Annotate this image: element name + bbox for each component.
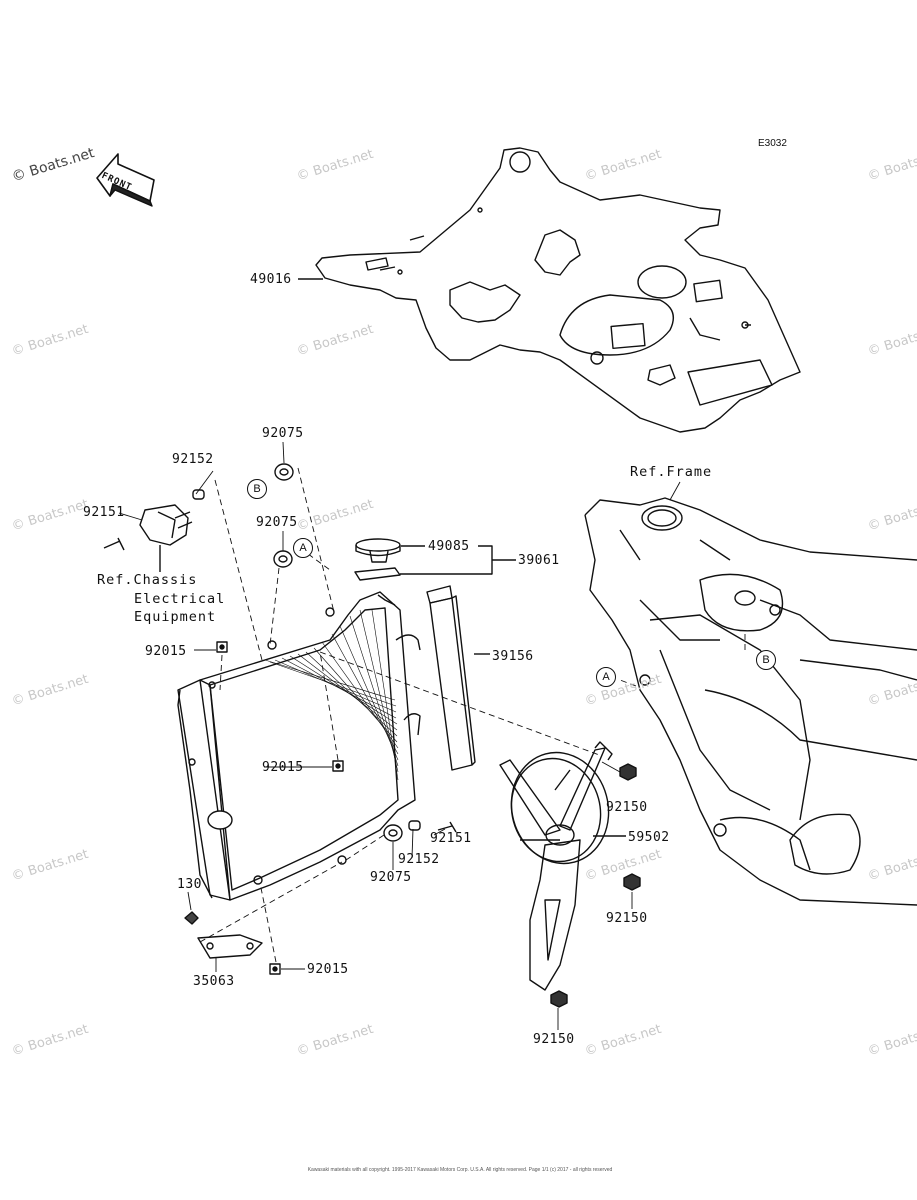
part-label-92152-top: 92152 xyxy=(172,452,214,467)
fan-assembly-59502 xyxy=(499,741,613,991)
part-label-92075-low: 92075 xyxy=(370,870,412,885)
reservoir-tank-39156 xyxy=(426,585,476,771)
bolt-130 xyxy=(184,911,199,925)
bracket-35063 xyxy=(197,934,263,959)
ref-chassis-line2: Electrical xyxy=(134,591,226,607)
callout-a-frame: A xyxy=(596,667,616,687)
radiator-cap-49085 xyxy=(355,538,401,563)
callout-b-frame: B xyxy=(756,650,776,670)
callout-b-radiator: B xyxy=(247,479,267,499)
part-label-49085: 49085 xyxy=(428,539,470,554)
clip-92015-mid xyxy=(332,760,344,772)
ref-frame-label: Ref.Frame xyxy=(630,464,713,480)
callout-a-radiator: A xyxy=(293,538,313,558)
part-label-92151-low: 92151 xyxy=(430,831,472,846)
part-label-92151-top: 92151 xyxy=(83,505,125,520)
grommet-92075-low xyxy=(383,824,403,842)
fan-switch xyxy=(139,504,193,572)
part-label-92150-c: 92150 xyxy=(533,1032,575,1047)
ref-chassis-line3: Equipment xyxy=(134,609,217,625)
bolt-92151-top xyxy=(103,537,125,551)
insulator-plate-49016 xyxy=(315,147,801,433)
clip-92015-top xyxy=(216,641,228,653)
clip-92015-low xyxy=(269,963,281,975)
grommet-92075-mid xyxy=(273,550,293,568)
part-label-92075-top: 92075 xyxy=(262,426,304,441)
grommet-92075-top xyxy=(274,463,294,481)
ref-chassis-line1: Ref.Chassis xyxy=(97,572,198,588)
part-label-92152-low: 92152 xyxy=(398,852,440,867)
filler-neck-39061 xyxy=(354,567,401,581)
part-label-92015-top: 92015 xyxy=(145,644,187,659)
frame-reference xyxy=(584,497,917,906)
part-label-59502: 59502 xyxy=(628,830,670,845)
nut-92150-b xyxy=(623,873,641,891)
radiator xyxy=(177,591,421,901)
part-label-92150-a: 92150 xyxy=(606,800,648,815)
part-label-92075-mid: 92075 xyxy=(256,515,298,530)
nut-92150-a xyxy=(619,763,637,781)
nut-92150-c xyxy=(550,990,568,1008)
part-label-39061: 39061 xyxy=(518,553,560,568)
front-arrow-icon xyxy=(96,153,155,207)
part-label-92015-mid: 92015 xyxy=(262,760,304,775)
diagram-code: E3032 xyxy=(758,138,787,149)
footer-copyright: Kawasaki materials with all copyright. 1… xyxy=(307,1167,613,1173)
part-label-92015-low: 92015 xyxy=(307,962,349,977)
part-label-35063: 35063 xyxy=(193,974,235,989)
part-label-92150-b: 92150 xyxy=(606,911,648,926)
collar-92152-low xyxy=(408,820,421,831)
part-label-130: 130 xyxy=(177,877,202,892)
bolt-92151-low xyxy=(437,821,457,833)
part-label-49016: 49016 xyxy=(250,272,292,287)
part-label-39156: 39156 xyxy=(492,649,534,664)
